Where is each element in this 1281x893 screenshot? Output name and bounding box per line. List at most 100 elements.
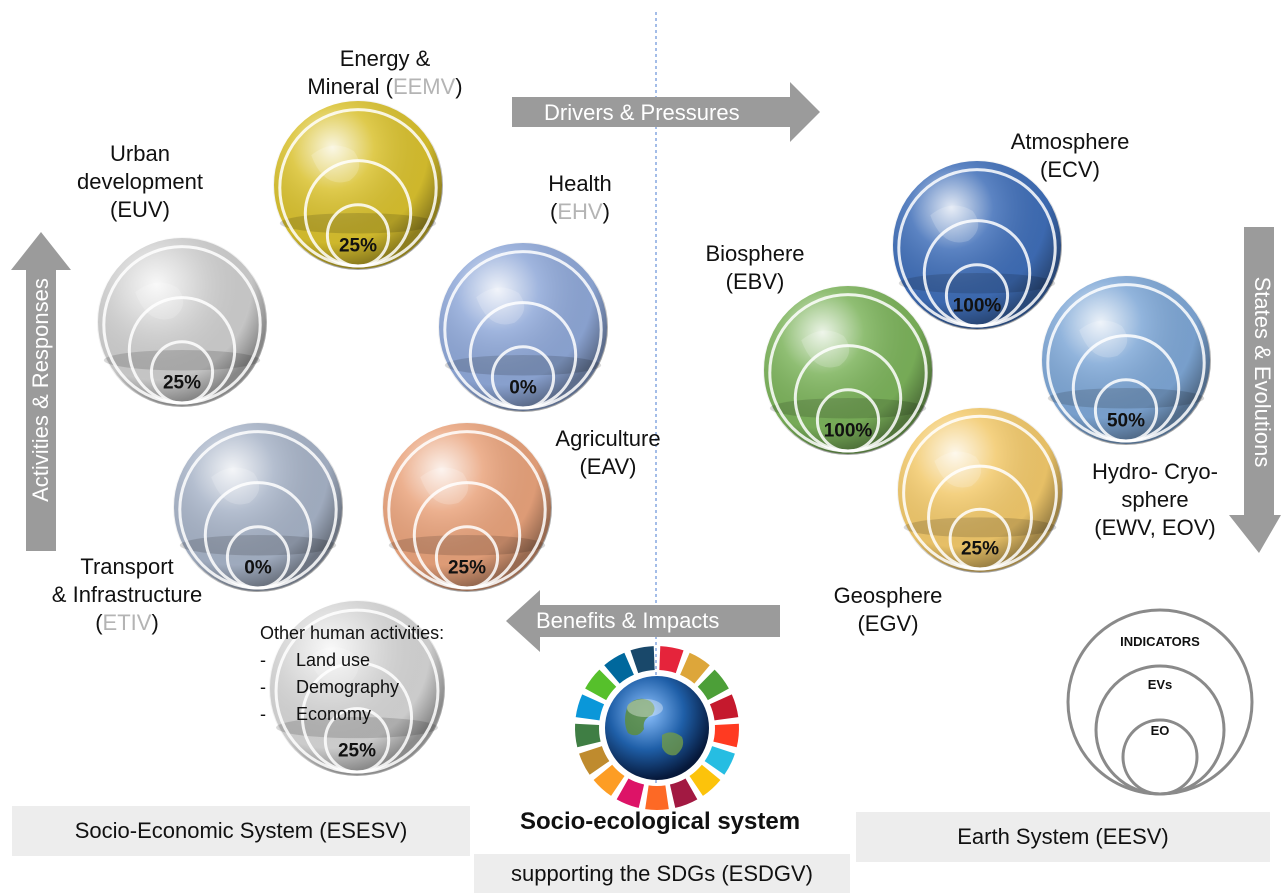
health-code: EHV [557, 199, 603, 224]
agriculture-percent: 25% [448, 557, 486, 578]
energy-line1: Energy & [339, 46, 431, 71]
transport-code: ETIV [102, 610, 152, 635]
transport-label: Transport & Infrastructure (ETIV) [22, 553, 232, 637]
earth-system-box: Earth System (EESV) [856, 812, 1270, 862]
sdg-segment-16 [604, 652, 634, 684]
legend-eo-circle [1121, 718, 1199, 796]
atmosphere-label: Atmosphere (ECV) [990, 128, 1150, 184]
sdg-segment-15 [585, 669, 617, 701]
transport-percent: 0% [244, 557, 272, 578]
earth-cloud [627, 699, 663, 717]
other-percent: 25% [338, 741, 376, 762]
atmosphere-line1: Atmosphere [1010, 129, 1130, 154]
legend-diagram: INDICATORS EVs EO [1066, 608, 1254, 796]
health-ring-inner [490, 345, 556, 410]
activities-responses-arrow [11, 232, 71, 551]
energy-code: EEMV [392, 74, 456, 99]
agriculture-gloss [382, 422, 552, 592]
hydro-line1: Hydro- Cryo- [1092, 459, 1218, 484]
health-label: Health (EHV) [520, 170, 640, 226]
sdg-segment-3 [697, 669, 729, 701]
energy-gloss [273, 100, 443, 270]
transport-globe: 0% [172, 421, 344, 593]
health-globe: 0% [437, 241, 609, 413]
biosphere-globe: 100% [762, 284, 934, 456]
atmosphere-globe: 100% [891, 159, 1063, 331]
biosphere-line1: Biosphere [705, 241, 805, 266]
geosphere-ring-inner [948, 507, 1012, 571]
hydro-line2: sphere [1121, 487, 1189, 512]
activities-responses-label: Activities & Responses [28, 278, 53, 502]
earth-globe-image [605, 676, 709, 780]
sdg-segment-11 [593, 764, 625, 796]
geosphere-percent: 25% [961, 539, 999, 560]
energy-ring-inner [325, 203, 391, 268]
transport-ring-inner [225, 525, 291, 590]
hydro-line3: (EWV, EOV) [1094, 515, 1216, 540]
sdg-segment-2 [680, 652, 710, 684]
hydro-ring-inner [1093, 378, 1159, 443]
agriculture-ring-inner [434, 525, 500, 590]
hydro-percent: 50% [1107, 410, 1145, 431]
other-item-demography: Demography [260, 674, 444, 701]
legend-indicators-label: INDICATORS [1120, 634, 1200, 649]
sdg-segment-8 [669, 778, 698, 808]
states-evolutions-label: States & Evolutions [1250, 276, 1275, 468]
states-evolutions-arrow [1229, 227, 1281, 553]
energy-percent: 25% [339, 235, 377, 256]
other-item-land-use: Land use [260, 647, 444, 674]
sdg-segment-12 [579, 746, 610, 775]
sdg-segment-10 [616, 778, 645, 808]
sdg-segment-6 [704, 746, 735, 775]
urban-gloss [97, 237, 267, 407]
atmosphere-ring-inner [944, 263, 1010, 328]
health-close: ) [602, 199, 610, 224]
geosphere-line1: Geosphere [833, 583, 943, 608]
transport-gloss [173, 422, 343, 592]
biosphere-line2: (EBV) [725, 269, 785, 294]
geosphere-globe: 25% [896, 406, 1064, 574]
geosphere-label: Geosphere (EGV) [808, 582, 968, 638]
health-line1: Health [548, 171, 612, 196]
socio-ecological-title: Socio-ecological system [519, 808, 801, 835]
transport-line2: & Infrastructure [51, 582, 203, 607]
biosphere-gloss [763, 285, 933, 455]
urban-ring-inner [149, 340, 215, 405]
benefits-impacts-label: Benefits & Impacts [536, 608, 720, 633]
urban-globe: 25% [96, 236, 268, 408]
other-activities-title: Other human activities: [260, 623, 445, 643]
sdg-segment-1 [659, 646, 684, 674]
health-percent: 0% [509, 377, 537, 398]
legend-eo-label: EO [1151, 723, 1170, 738]
sdg-segment-14 [575, 694, 605, 721]
drivers-pressures-label: Drivers & Pressures [544, 100, 740, 125]
hydro-gloss [1041, 275, 1211, 445]
sdg-segment-5 [713, 723, 740, 748]
urban-percent: 25% [163, 372, 201, 393]
earth-land-shape [625, 698, 655, 736]
energy-globe: 25% [272, 99, 444, 271]
benefits-impacts-arrow [506, 590, 780, 652]
sdg-support-box: supporting the SDGs (ESDGV) [474, 854, 850, 893]
other-activities-list: Other human activities: Land use Demogra… [260, 620, 444, 728]
biosphere-percent: 100% [824, 420, 873, 441]
legend-evs-label: EVs [1148, 677, 1173, 692]
biosphere-ring-inner [815, 388, 881, 453]
transport-line1: Transport [80, 554, 174, 579]
transport-open: ( [95, 610, 103, 635]
urban-line3: (EUV) [110, 197, 170, 222]
atmosphere-gloss [892, 160, 1062, 330]
agriculture-line1: Agriculture [555, 426, 661, 451]
energy-label: Energy & Mineral (EEMV) [290, 45, 480, 101]
transport-close: ) [151, 610, 159, 635]
biosphere-label: Biosphere (EBV) [695, 240, 815, 296]
drivers-pressures-arrow [512, 82, 820, 142]
agriculture-globe: 25% [381, 421, 553, 593]
sdg-wheel [574, 646, 740, 810]
urban-line2: development [77, 169, 203, 194]
sdg-segment-13 [574, 723, 601, 748]
sdg-segment-17 [630, 646, 655, 674]
geosphere-gloss [897, 407, 1063, 573]
socio-economic-system-box: Socio-Economic System (ESESV) [12, 806, 470, 856]
other-item-economy: Economy [260, 701, 444, 728]
